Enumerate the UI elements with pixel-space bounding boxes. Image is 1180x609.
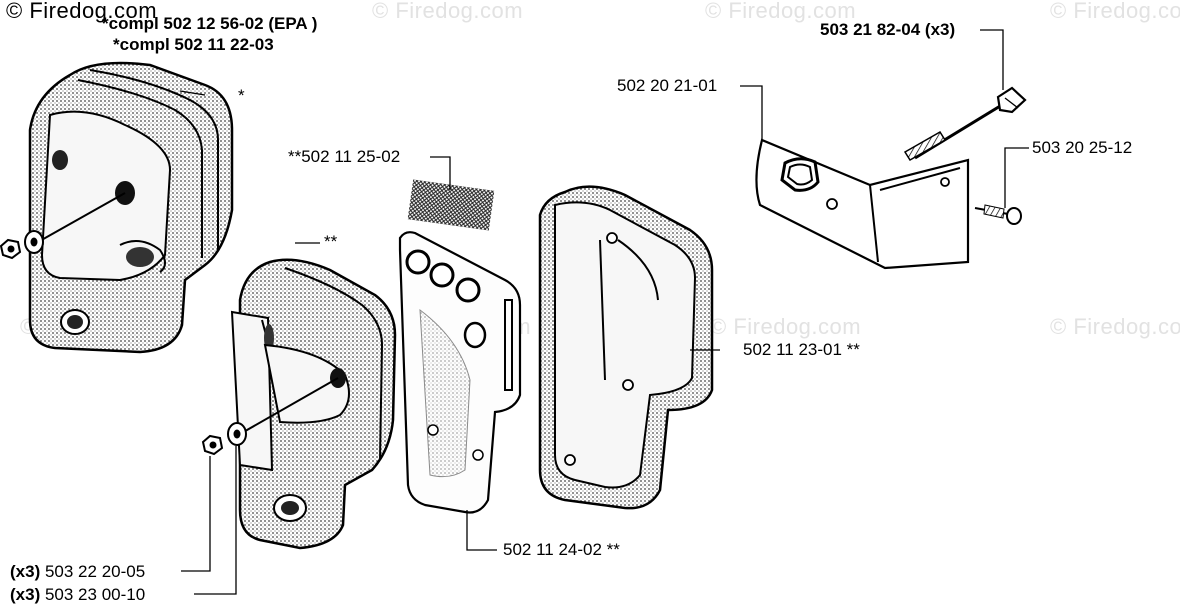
label-nut: (x3) 503 23 00-10 <box>10 585 145 605</box>
leader-lines <box>179 29 1029 595</box>
watermark-mid-right-1: © Firedog.com <box>710 314 862 339</box>
gasket-plate <box>398 231 522 514</box>
label-bolt: 503 21 82-04 (x3) <box>820 20 956 39</box>
complete-muffler <box>0 61 234 354</box>
label-compl-epa: *compl 502 12 56-02 (EPA ) <box>102 14 318 33</box>
label-plate: 502 11 24-02 ** <box>503 540 620 559</box>
watermark-top-right-1: © Firedog.com <box>705 0 857 23</box>
label-screw: 503 20 25-12 <box>1032 138 1133 157</box>
washer-top <box>24 230 44 254</box>
label-bracket: 502 20 21-01 <box>617 76 718 95</box>
label-compl-2: *compl 502 11 22-03 <box>113 35 274 54</box>
small-screw <box>974 204 1022 225</box>
long-bolt <box>903 86 1027 162</box>
muffler-body <box>201 258 397 550</box>
washer-middle <box>227 422 247 446</box>
nut-middle <box>201 434 224 456</box>
mounting-bracket <box>755 138 970 270</box>
label-washer: (x3) 503 22 20-05 <box>10 562 145 582</box>
muffler-cover <box>538 185 714 510</box>
label-washer-qty: (x3) <box>10 562 41 581</box>
label-nut-qty: (x3) <box>10 585 41 604</box>
watermark-top-center: © Firedog.com <box>372 0 524 23</box>
label-double-star: ** <box>324 232 338 251</box>
label-washer-num: 503 22 20-05 <box>44 562 146 581</box>
label-nut-num: 503 23 00-10 <box>44 585 146 604</box>
nut-top <box>0 238 22 260</box>
watermark-mid-right-2: © Firedog.com <box>1050 314 1180 339</box>
label-cover: 502 11 23-01 ** <box>743 340 860 359</box>
watermark-top-left: © Firedog.com <box>6 0 158 23</box>
watermark-top-right-2: © Firedog.com <box>1050 0 1180 23</box>
spark-arrestor-screen <box>407 179 495 231</box>
label-screen: **502 11 25-02 <box>288 147 401 166</box>
label-star: * <box>238 86 245 105</box>
